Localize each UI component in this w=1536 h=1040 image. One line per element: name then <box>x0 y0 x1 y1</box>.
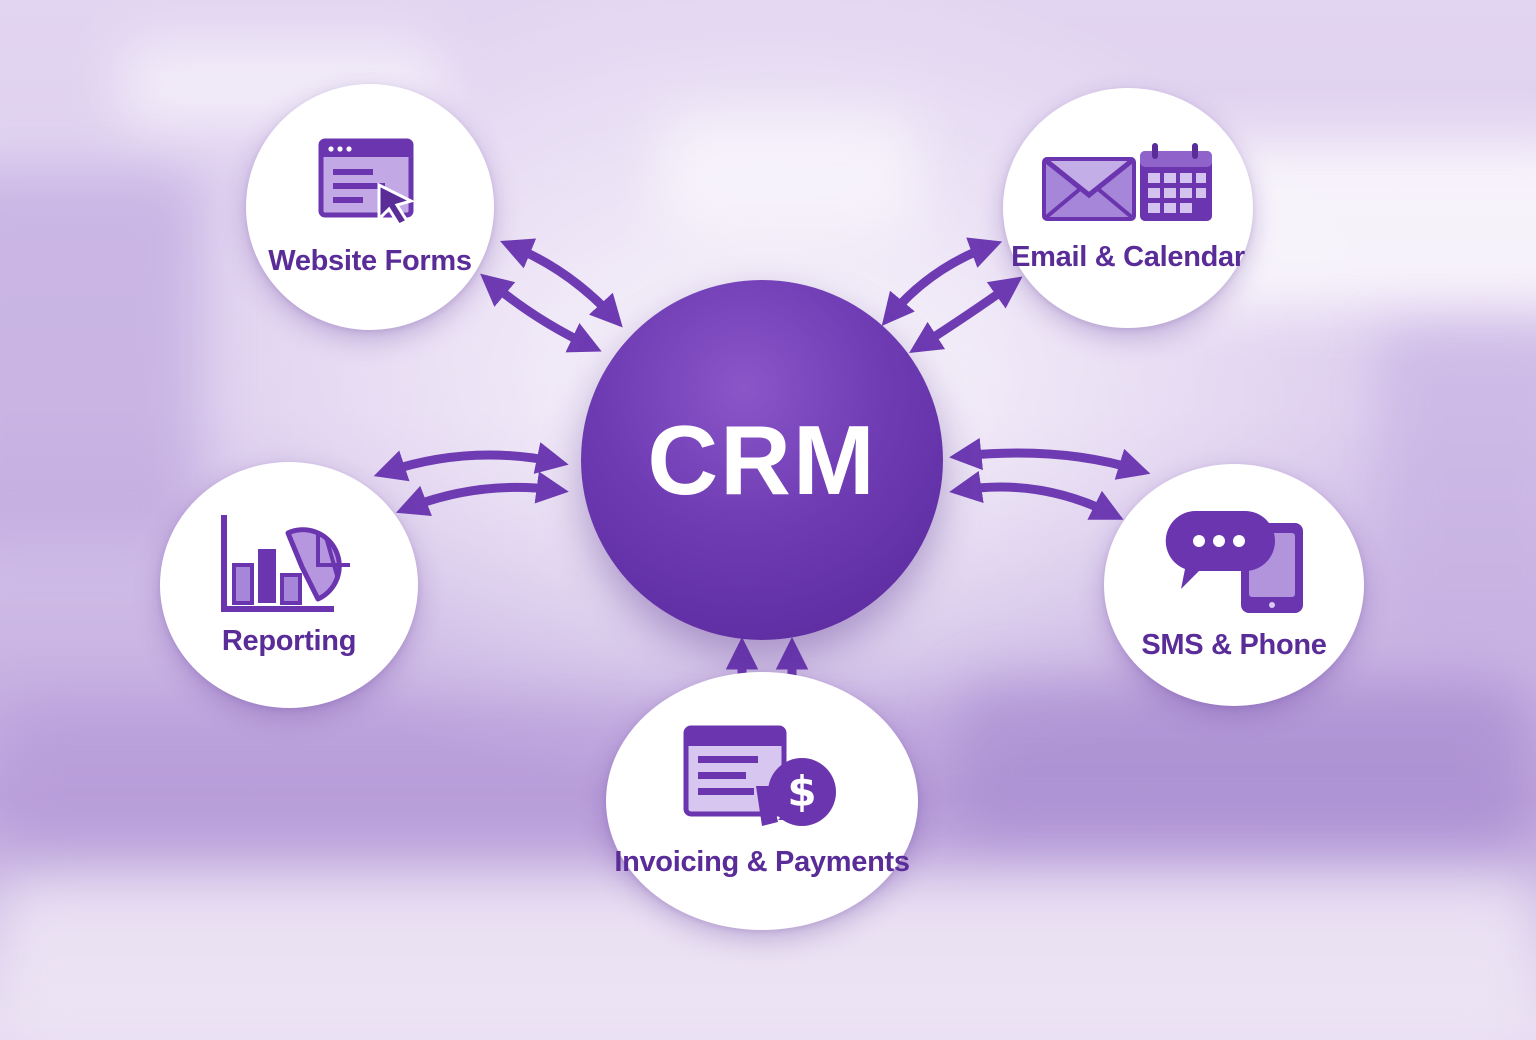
arrow-website-forms-2 <box>480 273 602 353</box>
email-calendar-label: Email & Calendar <box>1011 240 1245 273</box>
node-reporting: Reporting <box>160 462 418 708</box>
chat-bubble-tablet-icon <box>1165 510 1303 613</box>
node-email-calendar: Email & Calendar <box>1003 88 1253 328</box>
browser-form-cursor-icon <box>318 138 416 227</box>
node-website-forms: Website Forms <box>246 84 494 330</box>
node-sms-phone: SMS & Phone <box>1104 464 1364 706</box>
arrow-sms-phone-1 <box>949 437 1151 480</box>
svg-text:$: $ <box>787 767 816 816</box>
arrow-reporting-1 <box>373 442 569 482</box>
crm-hub: CRM <box>581 280 943 640</box>
arrow-reporting-2 <box>395 471 569 517</box>
crm-title: CRM <box>647 404 877 515</box>
invoicing-payments-label: Invoicing & Payments <box>614 845 910 878</box>
node-invoicing-payments: $ Invoicing & Payments <box>606 672 918 930</box>
sms-phone-label: SMS & Phone <box>1141 628 1327 661</box>
arrow-email-calendar-1 <box>881 237 1003 326</box>
invoice-dollar-icon: $ <box>683 725 836 826</box>
bar-pie-chart-icon <box>221 514 350 612</box>
arrow-sms-phone-2 <box>949 471 1124 520</box>
arrow-email-calendar-2 <box>909 276 1023 353</box>
envelope-calendar-icon <box>1042 142 1212 221</box>
website-forms-label: Website Forms <box>268 244 472 277</box>
reporting-label: Reporting <box>221 624 357 657</box>
